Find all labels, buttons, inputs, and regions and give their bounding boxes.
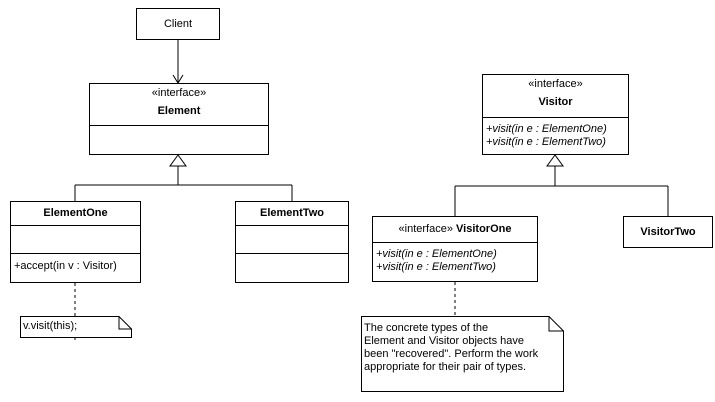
element-one-class[interactable]: ElementOne +accept(in v : Visitor)	[10, 201, 141, 283]
element-two-attributes	[236, 226, 348, 254]
note-right-line-3: been "recovered". Perform the work	[364, 348, 539, 360]
note-left-text: v.visit(this);	[23, 320, 78, 332]
visitor-operation-1: +visit(in e : ElementOne)	[486, 123, 607, 135]
visitor-interface[interactable]: «interface» Visitor +visit(in e : Elemen…	[482, 74, 629, 155]
visitor-one-stereotype: «interface»	[398, 223, 453, 235]
visitor-generalization	[454, 154, 669, 216]
visitor-name: Visitor	[538, 96, 573, 108]
client-class-name: Client	[163, 18, 193, 30]
visitor-header: «interface» Visitor	[483, 75, 628, 118]
element-two-name: ElementTwo	[260, 207, 324, 219]
element-header: «interface» Element	[90, 84, 268, 126]
note-right-line-1: The concrete types of the	[364, 322, 489, 334]
visitor-one-operation-2: +visit(in e : ElementTwo)	[376, 261, 496, 273]
element-generalization	[74, 154, 293, 201]
note-right-shape	[361, 316, 564, 392]
visitor-two-name: VisitorTwo	[640, 226, 696, 238]
element-name: Element	[157, 105, 201, 117]
note-right-fold	[548, 316, 564, 332]
visitor-one-name: VisitorOne	[456, 223, 512, 235]
note-right-line-2: Element and Visitor objects have	[364, 335, 524, 347]
client-class[interactable]: Client	[136, 8, 220, 40]
element-stereotype: «interface»	[151, 87, 207, 99]
client-element-association	[172, 40, 184, 84]
visitor-one-operation-1: +visit(in e : ElementOne)	[376, 248, 497, 260]
element-two-header: ElementTwo	[236, 202, 348, 226]
element-one-attributes	[11, 226, 140, 254]
visitor-one-title: «interface» VisitorOne	[373, 223, 537, 235]
element-two-class[interactable]: ElementTwo	[235, 201, 349, 283]
visitor-two-class[interactable]: VisitorTwo	[623, 216, 713, 248]
visitor-operation-2: +visit(in e : ElementTwo)	[486, 136, 606, 148]
element-one-name: ElementOne	[43, 207, 108, 219]
element-one-header: ElementOne	[11, 202, 140, 226]
visitor-one-interface[interactable]: «interface» VisitorOne +visit(in e : Ele…	[372, 216, 538, 282]
note-left-fold	[118, 316, 132, 330]
visitor-stereotype: «interface»	[528, 78, 583, 90]
note-left-shape	[20, 316, 132, 338]
note-right-line-4: appropriate for their pair of types.	[364, 361, 527, 373]
element-one-operation: +accept(in v : Visitor)	[14, 260, 117, 272]
element-interface[interactable]: «interface» Element	[89, 83, 269, 155]
visitor-one-header: «interface» VisitorOne	[373, 217, 537, 243]
